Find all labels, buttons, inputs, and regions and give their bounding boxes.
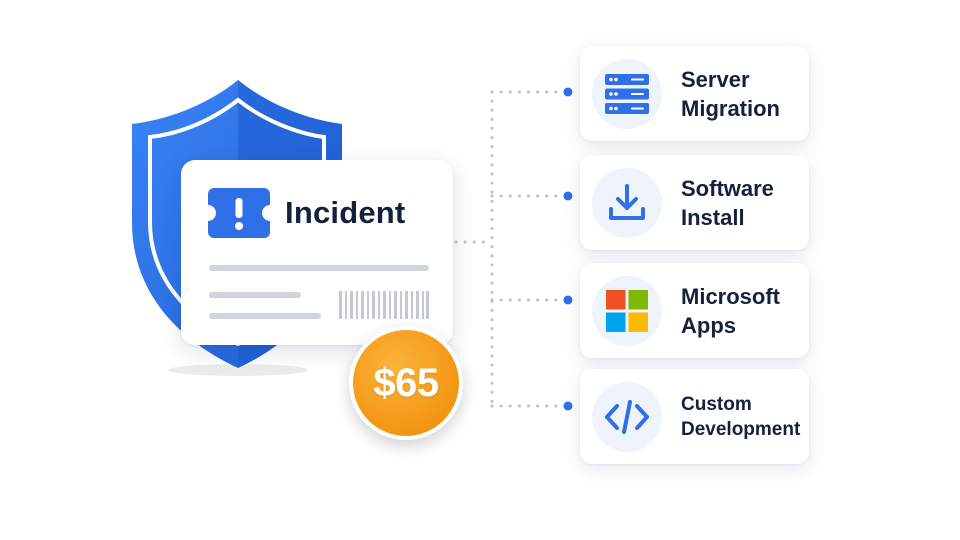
service-label-line: Server xyxy=(681,66,750,92)
service-label: Server Migration xyxy=(681,46,780,141)
download-icon xyxy=(609,184,645,220)
service-label-line: Apps xyxy=(681,312,736,338)
code-icon xyxy=(605,400,649,434)
server-icon xyxy=(605,74,649,114)
service-label-line: Install xyxy=(681,204,745,230)
service-label: Custom Development xyxy=(681,369,800,464)
service-label-line: Migration xyxy=(681,95,780,121)
service-label: Microsoft Apps xyxy=(681,263,780,358)
service-icon-badge xyxy=(592,276,662,346)
microsoft-logo-icon xyxy=(606,290,648,332)
connector-endpoint-4 xyxy=(563,401,573,411)
service-label-line: Custom xyxy=(681,393,752,415)
price-badge: $65 xyxy=(349,326,463,440)
service-card-microsoft-apps[interactable]: Microsoft Apps xyxy=(580,263,809,358)
service-label-line: Development xyxy=(681,418,801,440)
service-card-software-install[interactable]: Software Install xyxy=(580,155,809,250)
service-card-custom-development[interactable]: Custom Development xyxy=(580,369,809,464)
connector-endpoint-2 xyxy=(563,191,573,201)
placeholder-line xyxy=(209,313,321,319)
service-icon-badge xyxy=(592,168,662,238)
connector-endpoint-1 xyxy=(563,87,573,97)
placeholder-line xyxy=(209,292,301,298)
price-value: $65 xyxy=(373,360,439,405)
placeholder-line xyxy=(209,265,429,271)
service-card-server-migration[interactable]: Server Migration xyxy=(580,46,809,141)
service-label-line: Software xyxy=(681,175,774,201)
service-icon-badge xyxy=(592,382,662,452)
service-label: Software Install xyxy=(681,155,774,250)
service-label-line: Microsoft xyxy=(681,283,780,309)
incident-card: Incident xyxy=(181,160,453,345)
connector-endpoint-3 xyxy=(563,295,573,305)
service-icon-badge xyxy=(592,59,662,129)
ticket-alert-icon xyxy=(208,188,270,238)
barcode-icon xyxy=(339,291,429,319)
incident-title: Incident xyxy=(285,195,406,230)
